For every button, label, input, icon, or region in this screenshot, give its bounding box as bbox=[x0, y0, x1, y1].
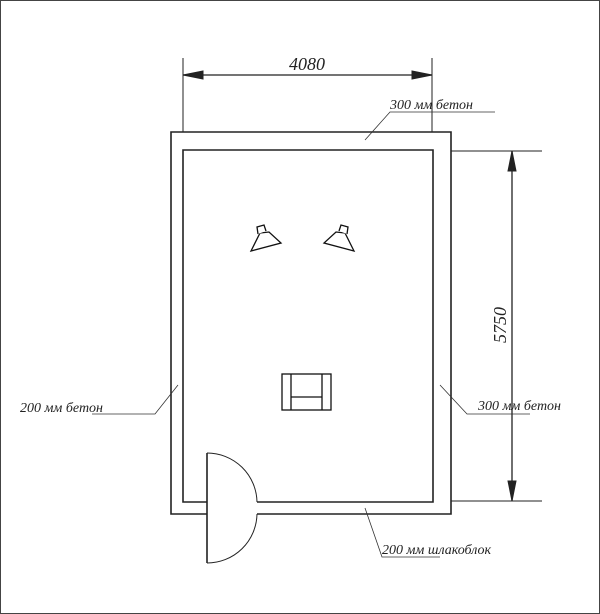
lamp-icon bbox=[249, 224, 283, 252]
left-wall-label: 200 мм бетон bbox=[20, 401, 103, 416]
top-wall-label: 300 мм бетон bbox=[389, 98, 473, 113]
bottom-wall-label: 200 мм шлакоблок bbox=[382, 543, 492, 558]
outer-wall-outline bbox=[170, 131, 452, 515]
height-dimension-value: 5750 bbox=[490, 307, 510, 343]
armchair-icon bbox=[281, 373, 332, 411]
width-dimension bbox=[182, 58, 433, 132]
label-leaders bbox=[92, 111, 530, 558]
walls bbox=[170, 131, 452, 515]
inner-wall-outline bbox=[182, 149, 434, 503]
right-wall-label: 300 мм бетон bbox=[477, 399, 561, 414]
height-dimension bbox=[451, 150, 542, 502]
door bbox=[206, 452, 258, 564]
width-dimension-value: 4080 bbox=[289, 54, 325, 74]
lamp-icon bbox=[322, 224, 356, 252]
